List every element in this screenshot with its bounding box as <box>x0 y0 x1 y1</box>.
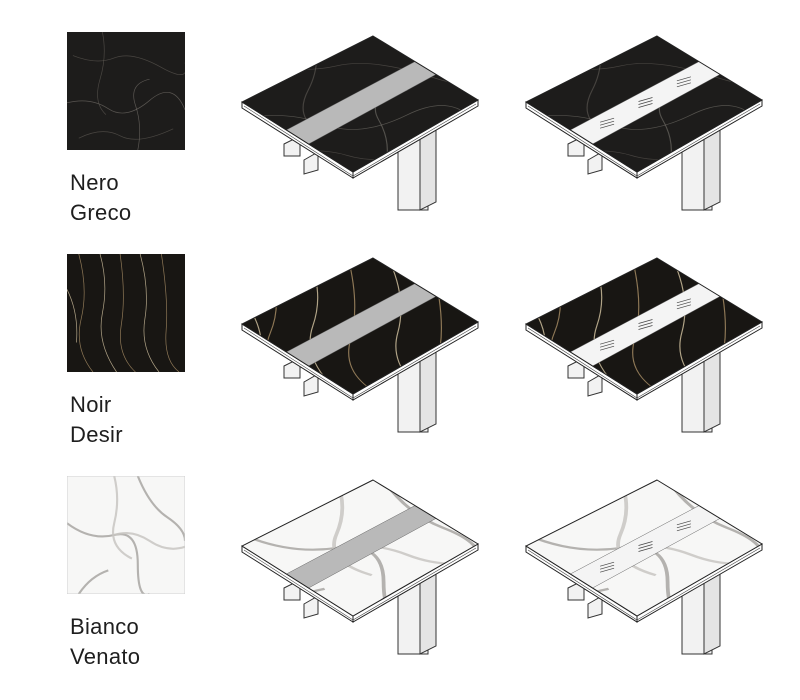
glass-reflection-mark <box>638 541 653 546</box>
finish-name-line2: Venato <box>70 644 141 669</box>
glass-reflection-mark <box>676 298 691 304</box>
glass-reflection-mark <box>676 523 691 529</box>
finish-name-line1: Bianco <box>70 614 140 639</box>
glass-reflection-mark <box>638 97 653 102</box>
finish-swatch-image <box>67 254 185 372</box>
finish-label: Noir Desir <box>70 390 123 450</box>
table-drawing <box>240 35 479 211</box>
glass-reflection-mark <box>638 325 653 330</box>
swatch-vein <box>136 476 185 541</box>
table-drawing <box>524 479 763 655</box>
glass-reflection-mark <box>600 123 615 129</box>
swatch-vein <box>78 254 94 372</box>
finish-name-line1: Nero <box>70 170 119 195</box>
finish-swatch <box>67 476 185 594</box>
glass-reflection-mark <box>638 319 653 324</box>
finish-swatch-image <box>67 32 185 150</box>
glass-reflection-mark <box>600 345 615 351</box>
swatch-vein <box>77 569 109 594</box>
swatch-vein <box>113 532 185 550</box>
glass-reflection-mark <box>600 564 615 570</box>
swatch-vein <box>67 289 78 343</box>
finish-label: Bianco Venato <box>70 612 140 672</box>
swatch-vein <box>112 476 133 560</box>
glass-reflection-mark <box>638 103 653 108</box>
table-base <box>567 123 721 211</box>
glass-reflection-mark <box>638 544 653 549</box>
finish-name-line2: Desir <box>70 422 123 447</box>
table-base <box>283 123 437 211</box>
table-solid-center-panel <box>238 476 488 656</box>
glass-reflection-mark <box>676 304 691 310</box>
finish-swatch <box>67 32 185 150</box>
finish-swatch <box>67 254 185 372</box>
table-solid-center-panel <box>238 32 488 212</box>
finish-name-line1: Noir <box>70 392 112 417</box>
table-drawing <box>240 257 479 433</box>
glass-reflection-mark <box>600 342 615 348</box>
swatch-vein <box>161 254 180 372</box>
finish-row-nero-greco: Nero Greco <box>0 30 800 255</box>
glass-reflection-mark <box>676 76 691 82</box>
swatch-base <box>67 254 185 372</box>
finish-swatch-image <box>67 476 185 594</box>
glass-reflection-mark <box>600 120 615 126</box>
table-solid-center-panel <box>238 254 488 434</box>
glass-reflection-mark <box>600 339 615 345</box>
table-drawing <box>524 257 763 433</box>
finish-row-bianco-venato: Bianco Venato <box>0 474 800 699</box>
table-drawing <box>240 479 479 655</box>
table-top-outline <box>524 479 763 617</box>
table-top-outline <box>240 257 479 395</box>
table-glass-center-panel <box>522 32 772 212</box>
swatch-vein <box>78 128 174 140</box>
glass-reflection-mark <box>600 117 615 123</box>
finish-label: Nero Greco <box>70 168 131 228</box>
table-top-outline <box>524 35 763 173</box>
table-top-outline <box>240 479 479 617</box>
glass-reflection-mark <box>600 561 615 567</box>
finish-name-line2: Greco <box>70 200 132 225</box>
table-drawing <box>524 35 763 211</box>
swatch-vein <box>139 254 160 372</box>
glass-reflection-mark <box>676 82 691 88</box>
table-glass-center-panel <box>522 254 772 434</box>
swatch-vein <box>72 55 185 75</box>
glass-reflection-mark <box>676 526 691 532</box>
swatch-vein <box>67 522 150 594</box>
swatch-vein <box>97 32 107 115</box>
swatch-vein <box>99 254 117 372</box>
glass-reflection-mark <box>638 100 653 105</box>
swatch-vein <box>67 92 185 114</box>
glass-reflection-mark <box>638 322 653 327</box>
glass-reflection-mark <box>638 547 653 552</box>
glass-reflection-mark <box>600 567 615 573</box>
table-top-outline <box>240 35 479 173</box>
swatch-vein <box>119 254 136 372</box>
table-top-outline <box>524 257 763 395</box>
table-glass-center-panel <box>522 476 772 656</box>
swatch-vein <box>133 78 150 150</box>
glass-reflection-mark <box>676 301 691 307</box>
finish-row-noir-desir: Noir Desir <box>0 252 800 477</box>
swatch-base <box>67 32 185 150</box>
glass-reflection-mark <box>676 79 691 85</box>
glass-reflection-mark <box>676 520 691 526</box>
